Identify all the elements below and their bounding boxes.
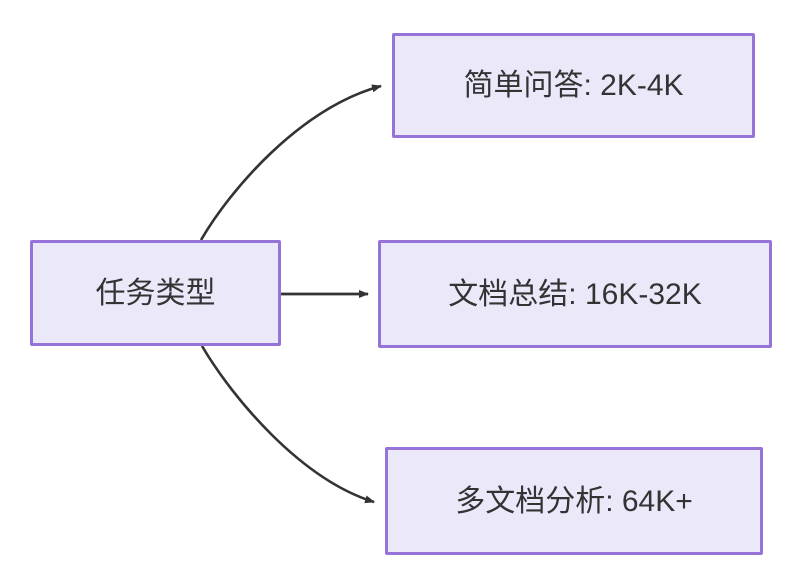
node-label: 多文档分析: 64K+ bbox=[455, 484, 693, 518]
node-multi-document-analysis[interactable]: 多文档分析: 64K+ bbox=[385, 447, 763, 555]
edge-source-to-simple bbox=[199, 84, 382, 241]
node-label: 文档总结: 16K-32K bbox=[448, 277, 702, 311]
node-label: 任务类型 bbox=[95, 276, 216, 310]
node-label: 简单问答: 2K-4K bbox=[463, 69, 684, 102]
edge-source-to-multi bbox=[200, 345, 375, 504]
node-simple-qa[interactable]: 简单问答: 2K-4K bbox=[392, 33, 755, 138]
node-document-summary[interactable]: 文档总结: 16K-32K bbox=[378, 240, 772, 348]
node-task-type[interactable]: 任务类型 bbox=[30, 240, 281, 346]
